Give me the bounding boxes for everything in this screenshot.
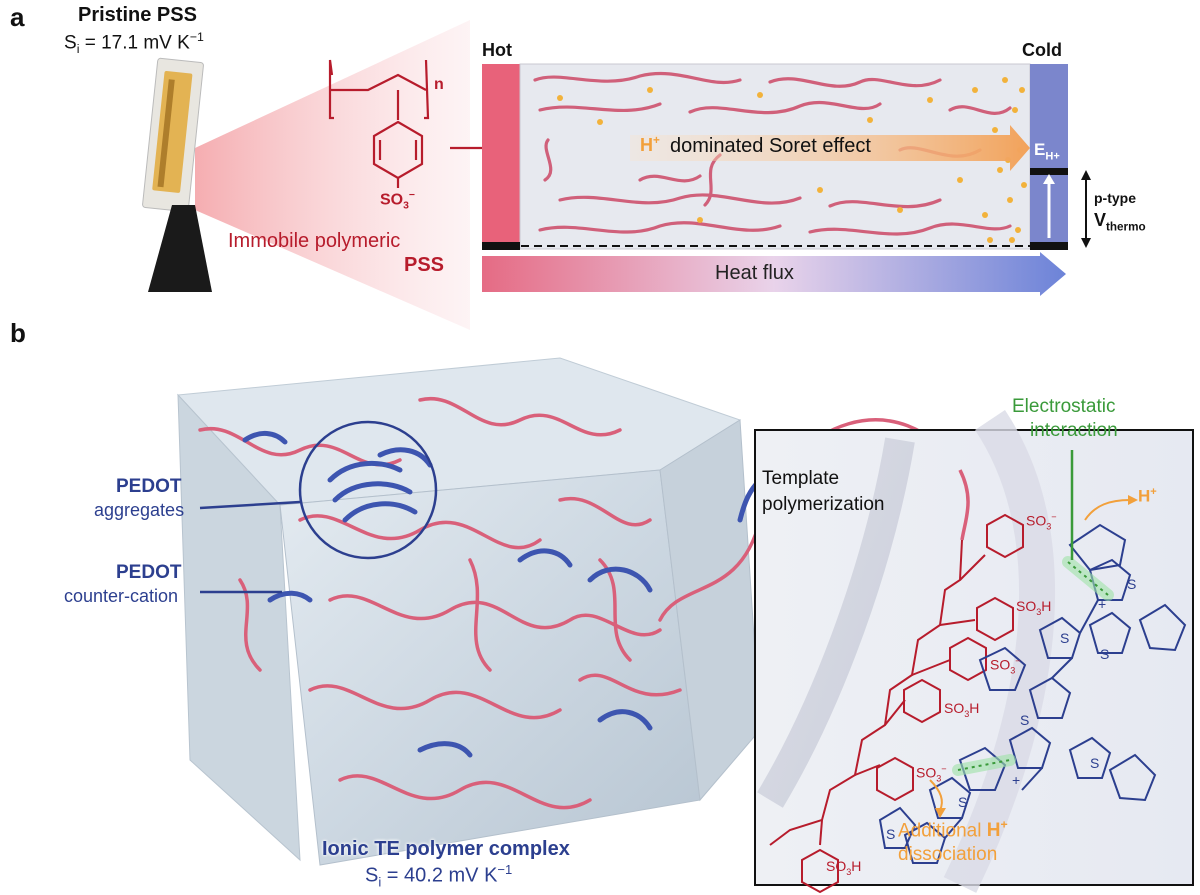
thiophene-s-4: S (1020, 712, 1030, 728)
template-line1: Template (762, 468, 840, 489)
soret-proton: H+ (640, 134, 660, 155)
thiophene-s-3: S (1100, 646, 1110, 662)
thiophene-s-7: S (886, 826, 896, 842)
cold-label: Cold (1022, 40, 1062, 60)
pss-band (757, 437, 915, 808)
pedot-plus-1: + (1098, 596, 1107, 612)
proton-release-arrow-top (1084, 499, 1131, 521)
pedot-aggregates-sub: aggregates (94, 500, 185, 520)
hot-electrode (482, 64, 520, 249)
inset-pedot-structure (878, 523, 1187, 864)
immobile-label-line1: Immobile polymeric (228, 230, 401, 252)
proton-top-label: H+ (1138, 486, 1157, 506)
eh-label: EH+ (1034, 140, 1060, 163)
panel-b-letter: b (10, 318, 26, 348)
thiophene-s-6: S (958, 794, 968, 810)
soret-arrow (630, 125, 1030, 171)
heat-flux-label: Heat flux (715, 262, 794, 284)
pedot-aggregates-title: PEDOT (116, 476, 182, 497)
light-beam (195, 20, 470, 330)
dissociation-label: dissociation (898, 844, 998, 865)
inset-pss-backbone (769, 513, 1024, 894)
pristine-si: Si = 17.1 mV K−1 (64, 30, 204, 57)
pedot-counter-title: PEDOT (116, 562, 182, 583)
aggregates-leader (199, 500, 301, 510)
thiophene-s-1: S (1127, 576, 1137, 592)
complex-si: Si = 40.2 mV K−1 (365, 862, 513, 890)
immobile-label-line2: PSS (404, 254, 445, 276)
pedot-band (943, 410, 1055, 893)
heat-flux-arrow (482, 252, 1066, 296)
pristine-title: Pristine PSS (78, 4, 197, 26)
complex-title: Ionic TE polymer complex (322, 838, 570, 860)
panel-a-letter: a (10, 2, 25, 32)
so3-minus-1: SO3− (1026, 512, 1057, 532)
pss-chains (533, 71, 1012, 236)
pedot-plus-2: + (1012, 772, 1021, 788)
vthermo-label: Vthermo (1094, 210, 1146, 234)
so3h-2: SO3H (944, 700, 980, 719)
pedot-counter-sub: counter-cation (64, 586, 179, 606)
pedot-aggregates-circle (298, 420, 438, 560)
hot-label: Hot (482, 40, 512, 60)
so3-minus-3: SO3− (916, 764, 947, 784)
pss-device (142, 57, 212, 292)
thiophene-s-5: S (1090, 755, 1100, 771)
template-line2: polymerization (762, 494, 885, 515)
electrostatic-line2: interaction (1030, 420, 1118, 441)
sulfonate-group: SO3− (380, 190, 415, 212)
proton-release-arrow-bottom (929, 779, 943, 811)
additional-label: Additional H+ (898, 818, 1008, 842)
so3h-1: SO3H (1016, 598, 1052, 617)
monomer-subscript: n (434, 76, 444, 93)
ptype-label: p-type (1094, 190, 1136, 206)
cube-pedot-fragments (242, 431, 763, 758)
electrostatic-line1: Electrostatic (1012, 396, 1116, 417)
soret-label: dominated Soret effect (670, 135, 871, 157)
so3h-3: SO3H (826, 858, 862, 877)
thiophene-s-2: S (1060, 630, 1070, 646)
so3-minus-2: SO3− (990, 656, 1021, 676)
cube-pss-chains (198, 396, 962, 810)
probe-tip (148, 205, 212, 292)
